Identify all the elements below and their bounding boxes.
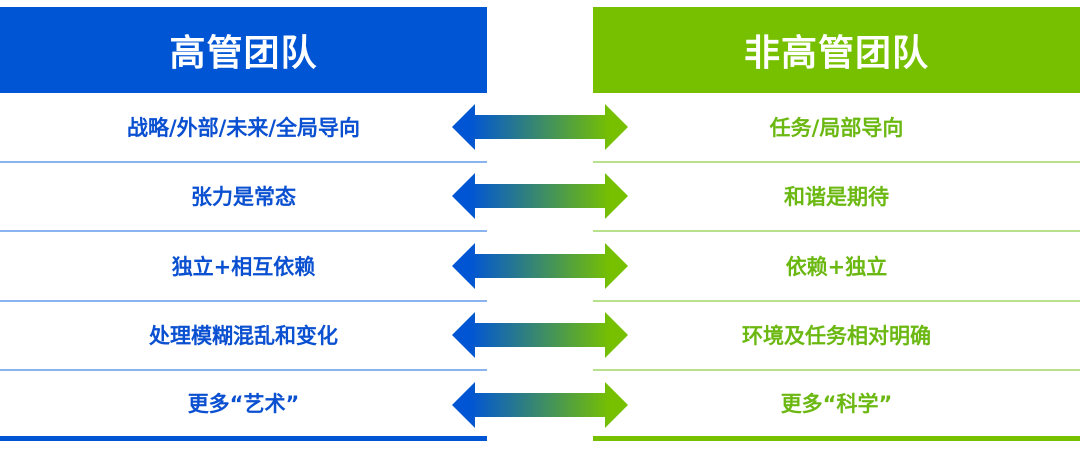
non-executive-team-column: 非高管团队 任务/局部导向 和谐是期待 依赖+独立 环境及任务相对明确 更多“科…	[593, 7, 1080, 441]
executive-item: 张力是常态	[0, 163, 487, 232]
executive-item: 更多“艺术”	[0, 371, 487, 441]
non-executive-item: 环境及任务相对明确	[593, 302, 1080, 371]
non-executive-item: 更多“科学”	[593, 371, 1080, 441]
double-arrow-icon	[452, 243, 628, 289]
executive-team-header: 高管团队	[0, 7, 487, 93]
executive-item: 独立+相互依赖	[0, 232, 487, 302]
non-executive-item: 和谐是期待	[593, 163, 1080, 232]
double-arrow-icon	[452, 382, 628, 428]
executive-item: 战略/外部/未来/全局导向	[0, 93, 487, 163]
double-arrow-icon	[452, 312, 628, 358]
double-arrow-icon	[452, 173, 628, 219]
double-arrow-icon	[452, 104, 628, 150]
executive-item: 处理模糊混乱和变化	[0, 302, 487, 371]
non-executive-item: 依赖+独立	[593, 232, 1080, 302]
non-executive-item: 任务/局部导向	[593, 93, 1080, 163]
non-executive-team-header: 非高管团队	[593, 7, 1080, 93]
executive-team-column: 高管团队 战略/外部/未来/全局导向 张力是常态 独立+相互依赖 处理模糊混乱和…	[0, 7, 487, 441]
